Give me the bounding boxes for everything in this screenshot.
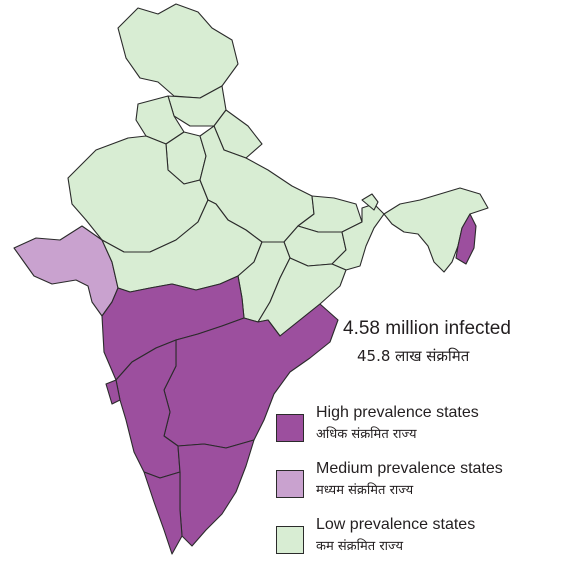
legend-item-high: High prevalence states अधिक संक्रमित राज… xyxy=(276,404,581,448)
legend-label-english: Medium prevalence states xyxy=(316,460,503,477)
region-jammu-kashmir xyxy=(117,3,239,99)
region-sikkim xyxy=(361,193,379,211)
legend-swatch-low xyxy=(276,526,304,554)
legend-label-hindi: कम संक्रमित राज्य xyxy=(316,539,404,554)
total-infected-english: 4.58 million infected xyxy=(343,318,511,339)
legend-swatch-medium xyxy=(276,470,304,498)
region-goa xyxy=(105,379,121,405)
legend-label-hindi: मध्यम संक्रमित राज्य xyxy=(316,483,414,498)
region-karnataka xyxy=(115,339,181,479)
legend-label-english: High prevalence states xyxy=(316,404,479,421)
legend-label-hindi: अधिक संक्रमित राज्य xyxy=(316,427,417,442)
legend-item-medium: Medium prevalence states मध्यम संक्रमित … xyxy=(276,460,581,504)
legend-swatch-high xyxy=(276,414,304,442)
region-manipur-nagaland xyxy=(455,213,477,265)
region-kerala xyxy=(143,471,183,555)
legend-item-low: Low prevalence states कम संक्रमित राज्य xyxy=(276,516,581,560)
legend-label-english: Low prevalence states xyxy=(316,516,476,533)
region-tamil-nadu xyxy=(177,439,255,547)
total-infected-hindi: 45.8 लाख संक्रमित xyxy=(357,347,470,365)
region-west-bengal xyxy=(331,203,385,271)
